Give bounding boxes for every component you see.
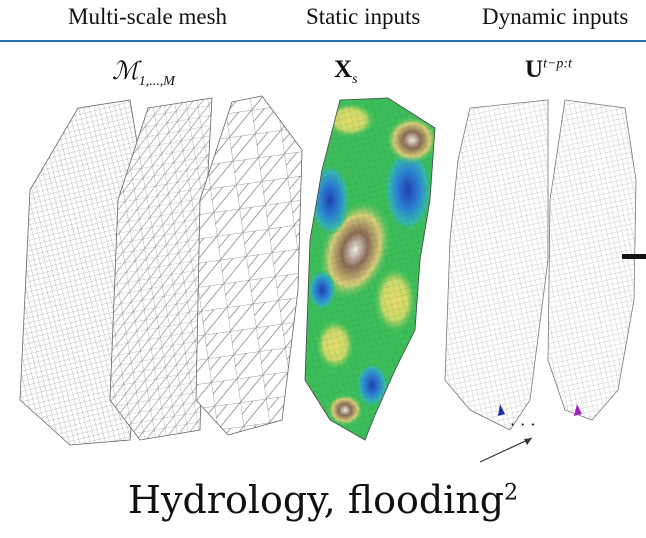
symbol-static-main: X <box>334 56 353 83</box>
mesh-medium-tri <box>109 97 213 441</box>
caption: Hydrology, flooding2 <box>0 478 646 522</box>
caption-text: Hydrology, flooding <box>127 478 505 522</box>
symbol-static-sub: s <box>352 72 358 87</box>
symbol-dynamic: Ut−p:t <box>525 56 572 84</box>
symbol-multiscale-sub: 1,...,M <box>138 74 175 89</box>
symbol-multiscale-main: ℳ <box>112 56 139 85</box>
dynamic-mesh-last <box>547 99 637 421</box>
header-dynamic-inputs: Dynamic inputs <box>482 4 629 29</box>
symbol-multiscale: ℳ1,...,M <box>112 56 175 90</box>
header-multiscale-mesh: Multi-scale mesh <box>68 4 228 29</box>
symbol-dynamic-sup: t−p:t <box>543 56 572 72</box>
header-rule <box>0 40 646 42</box>
header-static-inputs: Static inputs <box>306 4 421 29</box>
symbol-dynamic-main: U <box>525 56 544 83</box>
caption-superscript: 2 <box>504 480 519 506</box>
time-ellipsis: · · · <box>510 415 535 434</box>
dynamic-mesh-first <box>444 99 549 431</box>
static-terrain-map <box>304 97 436 441</box>
output-arrow-stub <box>622 254 646 259</box>
pointer-arrow-head <box>524 438 532 445</box>
symbol-static: Xs <box>334 56 358 88</box>
pointer-arrow <box>479 437 533 463</box>
